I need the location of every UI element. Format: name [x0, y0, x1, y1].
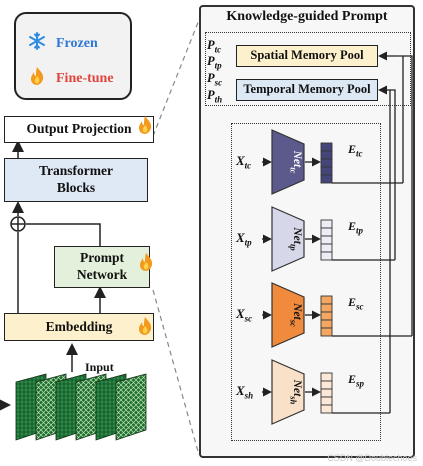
zoom-line-top	[152, 19, 200, 137]
zoom-line-bottom	[152, 289, 200, 456]
embedding-block: Embedding	[4, 313, 154, 341]
legend-finetune: Fine-tune	[28, 66, 114, 91]
flame-icon	[136, 114, 154, 141]
transformer-label-line1: Transformer	[39, 163, 113, 179]
snowflake-icon	[28, 32, 46, 55]
p-label-th: Pth	[207, 88, 223, 105]
net-label-sh: Netsh	[288, 379, 303, 405]
net-tp-shape	[271, 206, 305, 272]
e-label-tp: Etp	[348, 219, 364, 236]
prompt-network: Prompt Network	[54, 246, 150, 288]
legend-finetune-label: Fine-tune	[56, 70, 114, 86]
output-projection-block: Output Projection	[4, 116, 154, 143]
spatial-memory-pool: Spatial Memory Pool	[236, 45, 378, 67]
x-label-tp: Xtp	[236, 230, 252, 248]
output-projection-label: Output Projection	[26, 121, 132, 137]
e-label-sp: Esp	[348, 372, 365, 389]
prompt-to-sum-line	[26, 223, 101, 246]
temporal-pool-label: Temporal Memory Pool	[243, 82, 371, 97]
temporal-memory-pool: Temporal Memory Pool	[236, 79, 378, 101]
spatial-feedback-line	[395, 55, 404, 183]
encoder-group	[231, 123, 381, 441]
flame-icon	[137, 251, 155, 278]
net-sh-shape	[271, 359, 305, 425]
prompt-network-line1: Prompt	[80, 250, 124, 266]
embedding-cells-sc	[320, 295, 333, 337]
p-label-sc: Psc	[207, 71, 223, 88]
net-sc-shape	[271, 282, 305, 348]
legend-frozen-label: Frozen	[56, 35, 98, 51]
x-label-tc: Xtc	[236, 153, 252, 171]
legend-frozen: Frozen	[28, 32, 98, 55]
net-tc-shape	[271, 129, 305, 195]
spatial-pool-label: Spatial Memory Pool	[250, 48, 364, 63]
net-label-tc: Nettc	[288, 150, 303, 174]
spatial-feedback-line-2	[403, 55, 413, 336]
input-frames	[15, 373, 147, 441]
p-label-tp: Ptp	[207, 54, 222, 71]
legend-box: Frozen Fine-tune	[14, 12, 132, 100]
embedding-cells-sp	[320, 372, 333, 414]
input-label: Input	[85, 360, 114, 374]
knowledge-prompt-title: Knowledge-guided Prompt	[226, 9, 388, 24]
embedding-label: Embedding	[45, 318, 113, 334]
input-image-stack	[15, 373, 147, 441]
flame-icon	[136, 315, 154, 342]
net-label-tp: Nettp	[288, 227, 303, 251]
e-label-tc: Etc	[348, 142, 363, 159]
x-label-sc: Xsc	[236, 306, 253, 324]
e-label-sc: Esc	[348, 295, 364, 312]
net-label-sc: Netsc	[288, 303, 303, 327]
flame-icon	[28, 66, 46, 91]
memory-pool-group	[205, 32, 411, 106]
embedding-cells-tc	[320, 142, 333, 184]
prompt-network-line2: Network	[76, 267, 128, 282]
watermark: CSDN @Doublechoes	[327, 453, 417, 463]
p-label-tc: Ptc	[207, 38, 222, 55]
embedding-cells-tp	[320, 219, 333, 261]
temporal-feedback-line	[390, 89, 396, 260]
transformer-blocks: Transformer Blocks	[4, 158, 148, 202]
x-label-sh: Xsh	[236, 383, 254, 401]
transformer-label-line2: Blocks	[56, 180, 96, 195]
